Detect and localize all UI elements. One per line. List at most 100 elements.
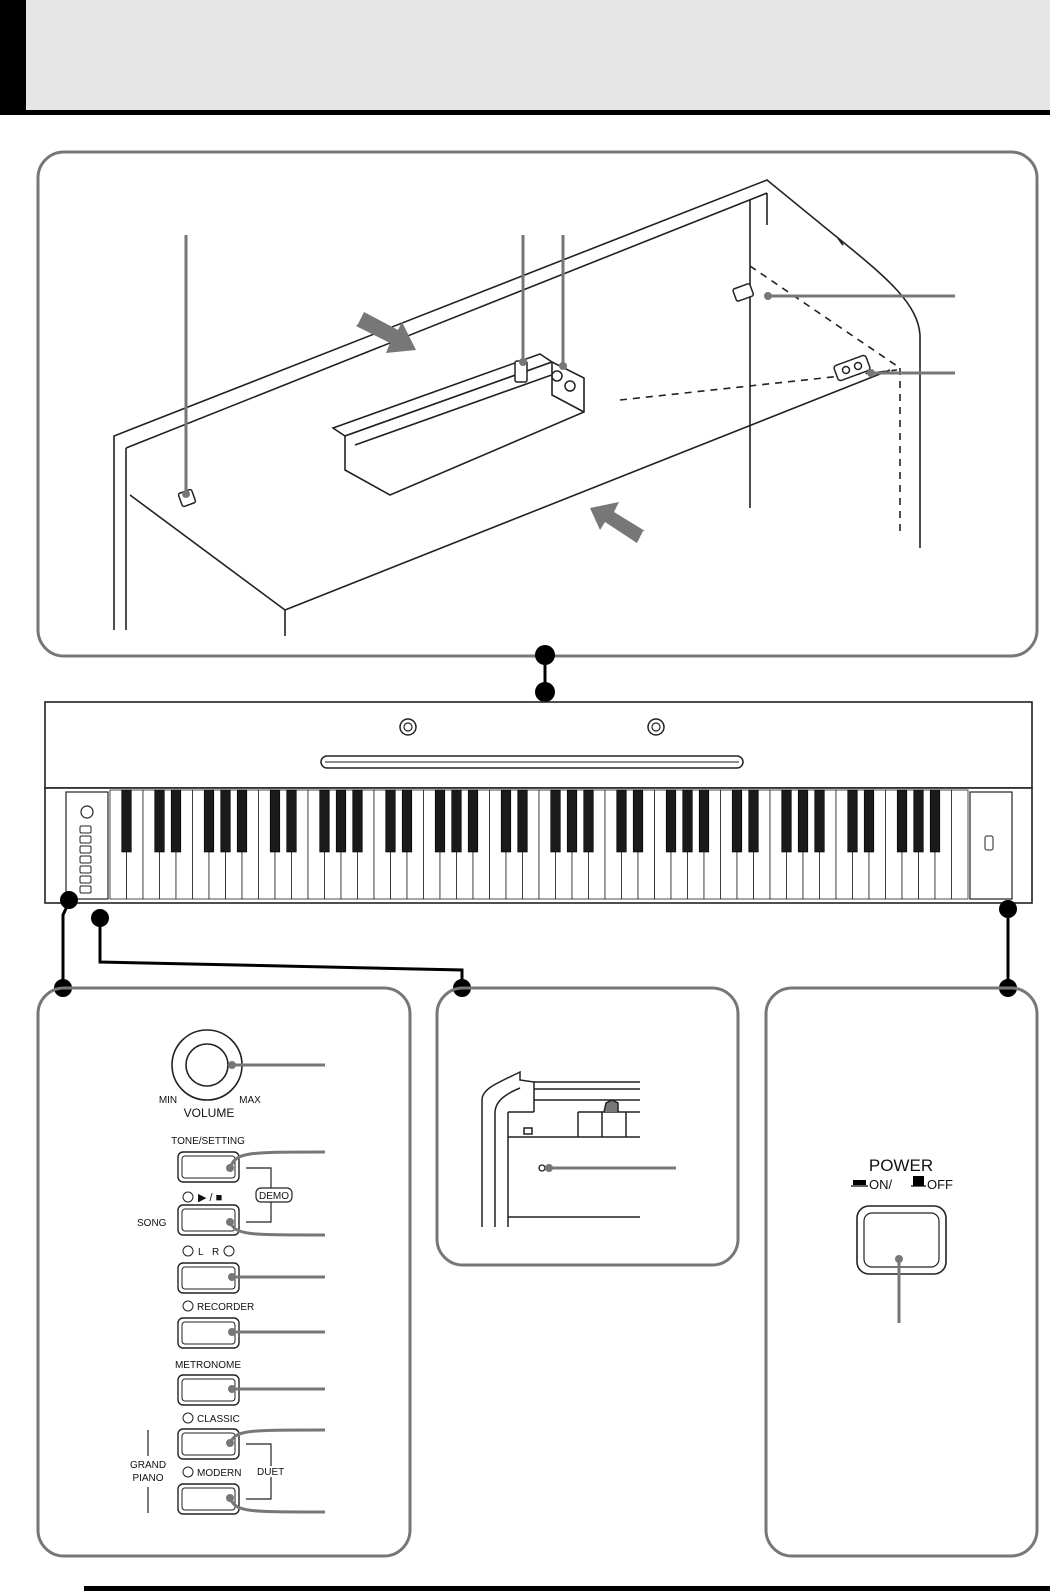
control-panel-box <box>36 986 412 1558</box>
recorder-lamp <box>182 1300 194 1312</box>
power-on-label: ON/ <box>869 1177 893 1192</box>
lid-knob-left <box>399 718 417 736</box>
power-off-label: OFF <box>927 1177 953 1192</box>
mini-panel-button <box>79 845 92 854</box>
modern-lamp <box>182 1466 194 1478</box>
footer-rule <box>84 1586 1050 1591</box>
music-stand-tray <box>331 353 585 496</box>
duet-bracket <box>246 1443 272 1500</box>
recorder-label: RECORDER <box>197 1302 254 1313</box>
black-key <box>781 789 792 853</box>
tone-setting-label: TONE/SETTING <box>171 1136 245 1147</box>
piano-lid <box>44 701 1033 789</box>
demo-badge <box>255 1187 293 1203</box>
black-key <box>583 789 594 853</box>
grand-label: GRAND <box>130 1460 166 1471</box>
insert-arrow-icon <box>356 312 416 353</box>
volume-max-label: MAX <box>239 1095 261 1106</box>
power-panel-box <box>764 986 1039 1558</box>
mini-panel-button <box>79 825 92 834</box>
header-tab-marker <box>0 0 26 112</box>
header-band <box>0 0 1050 112</box>
black-key <box>797 789 809 853</box>
black-key <box>401 789 413 853</box>
black-key <box>269 789 281 853</box>
mini-panel-button <box>79 865 92 874</box>
black-key <box>154 789 165 853</box>
top-connector <box>535 645 555 702</box>
control-panel-callout-dots <box>226 1061 236 1502</box>
black-key <box>847 789 858 853</box>
black-key <box>896 789 908 853</box>
black-key <box>352 789 363 853</box>
black-key <box>550 789 561 853</box>
black-key <box>665 789 677 853</box>
song-label: SONG <box>137 1218 167 1229</box>
song-button[interactable] <box>177 1204 240 1236</box>
black-key <box>121 789 132 853</box>
part-l-label: L <box>198 1247 204 1258</box>
white-key <box>951 789 969 900</box>
classic-button[interactable] <box>177 1428 240 1460</box>
mini-panel-button <box>79 835 92 844</box>
black-key <box>698 789 710 853</box>
part-r-lamp <box>223 1245 235 1257</box>
piano-front-view <box>44 701 1033 904</box>
volume-min-label: MIN <box>159 1095 177 1106</box>
black-key <box>385 789 396 853</box>
black-key <box>467 789 479 853</box>
header-rule <box>0 110 1050 115</box>
off-position-icon <box>913 1176 924 1186</box>
side-detail-box <box>435 986 740 1267</box>
side-detail-drawing <box>481 1070 640 1227</box>
black-key <box>236 789 248 853</box>
part-l-lamp <box>182 1245 194 1257</box>
mini-panel-button <box>79 885 92 894</box>
black-key <box>286 789 297 853</box>
black-key <box>632 789 644 853</box>
black-key <box>203 789 215 853</box>
black-key <box>319 789 330 853</box>
indicator-lamp <box>538 1164 546 1172</box>
black-key <box>517 789 528 853</box>
song-lamp <box>182 1191 194 1203</box>
black-key <box>434 789 446 853</box>
black-key <box>682 789 693 853</box>
tone-setting-button[interactable] <box>177 1151 240 1183</box>
lid-knob-right <box>647 718 665 736</box>
slide-arrow-icon <box>590 502 645 543</box>
black-key <box>335 789 347 853</box>
svg-text:DUET: DUET <box>257 1467 284 1478</box>
classic-label: CLASSIC <box>197 1414 240 1425</box>
headphone-jacks <box>514 360 576 392</box>
mini-panel-button <box>79 875 92 884</box>
on-position-icon <box>853 1180 866 1185</box>
part-r-label: R <box>212 1247 219 1258</box>
classic-lamp <box>182 1412 194 1424</box>
control-panel-callouts <box>228 1063 326 1514</box>
demo-label: DEMO <box>259 1191 289 1202</box>
black-key <box>863 789 875 853</box>
duet-label: DUET <box>257 1467 284 1478</box>
piano-label: PIANO <box>132 1473 163 1484</box>
black-key <box>913 789 924 853</box>
top-callout-lines <box>182 235 955 498</box>
black-key <box>731 789 743 853</box>
front-connectors <box>61 901 1010 988</box>
power-button[interactable] <box>856 1205 947 1275</box>
black-key <box>748 789 759 853</box>
modern-label: MODERN <box>197 1468 241 1479</box>
play-stop-label: ▶ / ■ <box>198 1192 222 1204</box>
modern-button[interactable] <box>177 1483 240 1515</box>
black-key <box>929 789 941 853</box>
power-label: POWER <box>869 1156 933 1175</box>
black-key <box>220 789 231 853</box>
black-key <box>814 789 825 853</box>
black-key <box>616 789 627 853</box>
black-key <box>566 789 578 853</box>
black-key <box>500 789 512 853</box>
volume-label: VOLUME <box>184 1106 235 1120</box>
black-key <box>170 789 182 853</box>
metronome-label: METRONOME <box>175 1360 241 1371</box>
